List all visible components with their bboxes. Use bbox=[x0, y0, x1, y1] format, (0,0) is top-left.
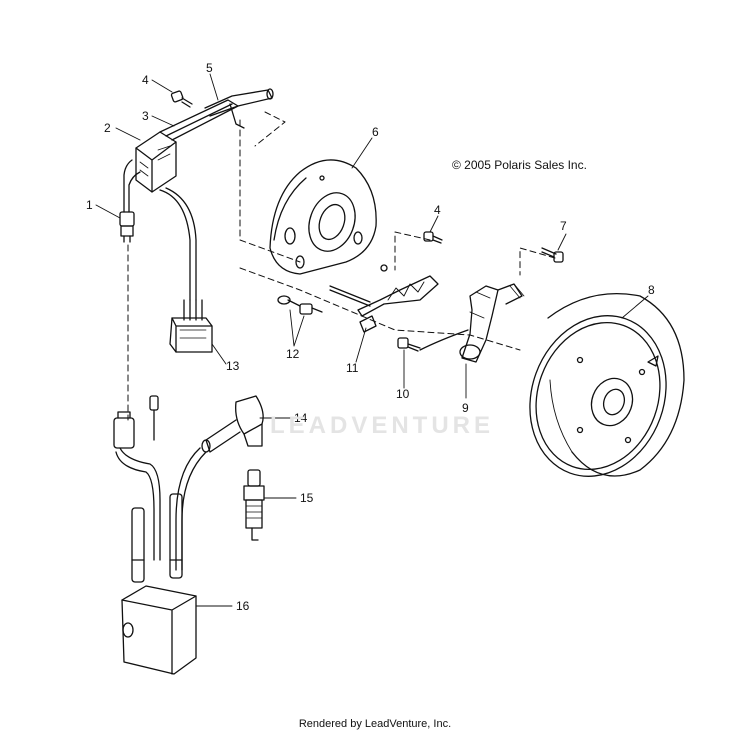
regulator-part-2 bbox=[135, 131, 177, 193]
callout-16: 16 bbox=[236, 599, 250, 613]
coil-part-9 bbox=[419, 283, 525, 363]
callout-8: 8 bbox=[648, 283, 655, 297]
bolt-part-10 bbox=[397, 337, 421, 352]
callout-3: 3 bbox=[142, 109, 149, 123]
wiring-harness bbox=[159, 187, 203, 321]
callout-10: 10 bbox=[396, 387, 410, 401]
plug-cap-part-14 bbox=[201, 395, 264, 453]
callout-7: 7 bbox=[560, 219, 567, 233]
spark-plug-part-15 bbox=[243, 469, 265, 541]
callout-12: 12 bbox=[286, 347, 300, 361]
leader-lines bbox=[95, 73, 649, 607]
ignition-coil-part-16 bbox=[121, 493, 197, 675]
callout-4-top: 4 bbox=[142, 73, 149, 87]
callout-2: 2 bbox=[104, 121, 111, 135]
callout-1: 1 bbox=[86, 198, 93, 212]
flywheel-part-8 bbox=[529, 293, 685, 477]
ignition-wires bbox=[113, 395, 207, 571]
tube-part-5 bbox=[204, 88, 274, 129]
callout-5: 5 bbox=[206, 61, 213, 75]
callout-labels: 1 2 3 4 4 5 6 7 8 9 10 11 12 13 14 15 16 bbox=[86, 61, 655, 613]
bracket-part-3 bbox=[159, 99, 239, 141]
bolt-part-7 bbox=[541, 247, 564, 263]
callout-13: 13 bbox=[226, 359, 240, 373]
bolt-part-4-top bbox=[170, 90, 193, 108]
connector-part-1 bbox=[119, 159, 141, 243]
pulser-coil-part-11 bbox=[329, 275, 439, 333]
watermark: LEADVENTURE bbox=[270, 412, 495, 439]
stator-plate-part-6 bbox=[269, 159, 388, 275]
callout-11: 11 bbox=[346, 361, 359, 375]
copyright-text: © 2005 Polaris Sales Inc. bbox=[452, 158, 587, 172]
plug-connector-part-13 bbox=[169, 317, 213, 353]
callout-4-middle: 4 bbox=[434, 203, 441, 217]
bolt-part-4-middle bbox=[423, 231, 443, 244]
footer-credit: Rendered by LeadVenture, Inc. bbox=[298, 718, 452, 730]
bolts-part-12 bbox=[277, 295, 323, 315]
callout-15: 15 bbox=[300, 491, 314, 505]
callout-9: 9 bbox=[462, 401, 469, 415]
callout-6: 6 bbox=[372, 125, 379, 139]
callout-14: 14 bbox=[294, 411, 308, 425]
